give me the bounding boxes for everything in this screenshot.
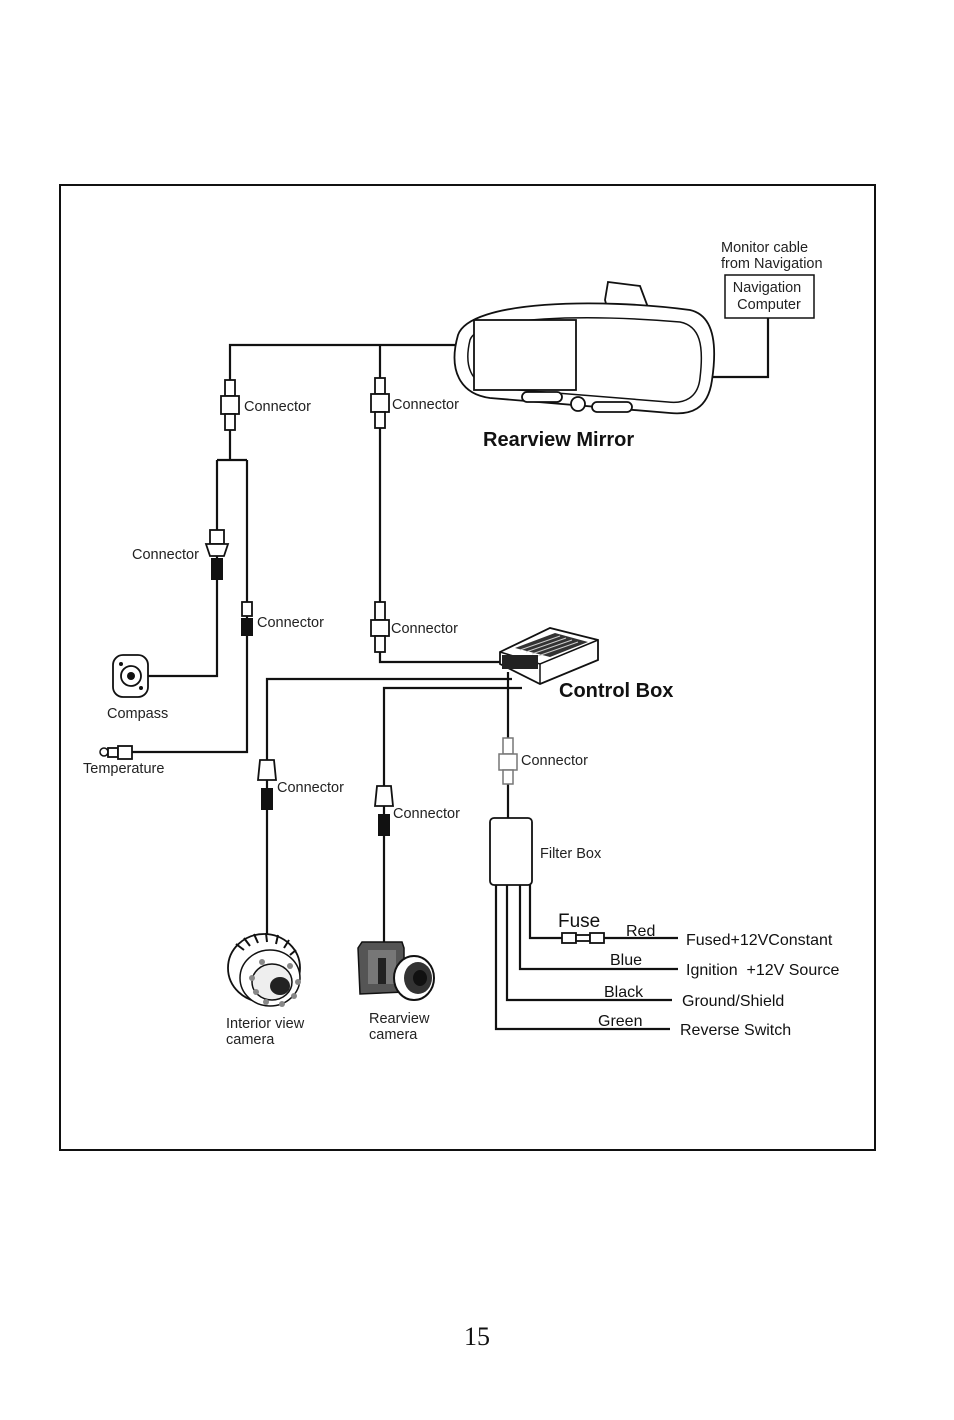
wire-compass (148, 460, 219, 678)
wire-color-red: Red (626, 923, 655, 940)
control-box (499, 627, 599, 685)
connector-label-temperature: Connector (257, 615, 324, 631)
temperature-label: Temperature (83, 761, 164, 777)
connector-temperature (241, 601, 253, 636)
wire-green (494, 885, 670, 1031)
wire-function-blue: Ignition +12V Source (686, 962, 840, 979)
mirror-button-1 (521, 391, 563, 403)
filter-box (489, 817, 533, 886)
control-box-label: Control Box (559, 680, 673, 702)
wire-black (505, 885, 672, 1002)
wire-color-black: Black (604, 984, 644, 1001)
fuse-holder (561, 932, 605, 944)
connector-label-mirror-middle: Connector (392, 397, 459, 413)
connector-label-interior-camera: Connector (277, 780, 344, 796)
connector-label-controlbox: Connector (391, 621, 458, 637)
page-number: 15 (464, 1322, 490, 1351)
wire-color-green: Green (598, 1013, 642, 1030)
connector-compass (204, 529, 230, 580)
mirror-power-button (570, 396, 586, 412)
filter-box-label: Filter Box (540, 846, 602, 862)
connector-filter (498, 737, 518, 785)
connector-label-filter: Connector (521, 753, 588, 769)
compass-module (112, 654, 149, 698)
wire-function-red: Fused+12VConstant (686, 932, 833, 949)
navigation-note-label: Monitor cable from Navigation (721, 240, 823, 272)
navigation-computer-label: Navigation Computer (733, 280, 806, 313)
diagram-frame (59, 184, 876, 1151)
wire-blue (518, 885, 678, 971)
fuse-label: Fuse (558, 911, 600, 932)
connector-label-rearview-camera: Connector (393, 806, 460, 822)
wire-function-green: Reverse Switch (680, 1022, 791, 1039)
rearview-mirror (453, 280, 716, 415)
connector-mirror-middle (370, 377, 390, 429)
connector-controlbox (370, 601, 390, 653)
connector-mirror-left (220, 379, 240, 431)
wire-function-black: Ground/Shield (682, 993, 784, 1010)
rearview-camera-label: Rearview camera (369, 1011, 433, 1043)
wire-rearview-camera (382, 686, 522, 945)
interior-camera-label: Interior view camera (226, 1016, 308, 1048)
wire-color-blue: Blue (610, 952, 642, 969)
wire-temperature (130, 460, 249, 754)
connector-rearview-camera (374, 785, 394, 836)
connector-interior-camera (257, 759, 277, 810)
temperature-sensor (99, 745, 133, 760)
mirror-button-2 (591, 401, 633, 413)
interior-view-camera (227, 932, 301, 1007)
wire-red (528, 885, 678, 940)
rearview-mirror-label: Rearview Mirror (483, 429, 634, 451)
wire-interior-camera (265, 677, 512, 935)
compass-label: Compass (107, 706, 168, 722)
navigation-computer-box (724, 274, 815, 319)
wire-mirror-controlbox (378, 345, 505, 664)
connector-label-mirror-left: Connector (244, 399, 311, 415)
connector-label-compass: Connector (132, 547, 199, 563)
rearview-camera (357, 941, 435, 1001)
wire-navigation (705, 318, 770, 379)
